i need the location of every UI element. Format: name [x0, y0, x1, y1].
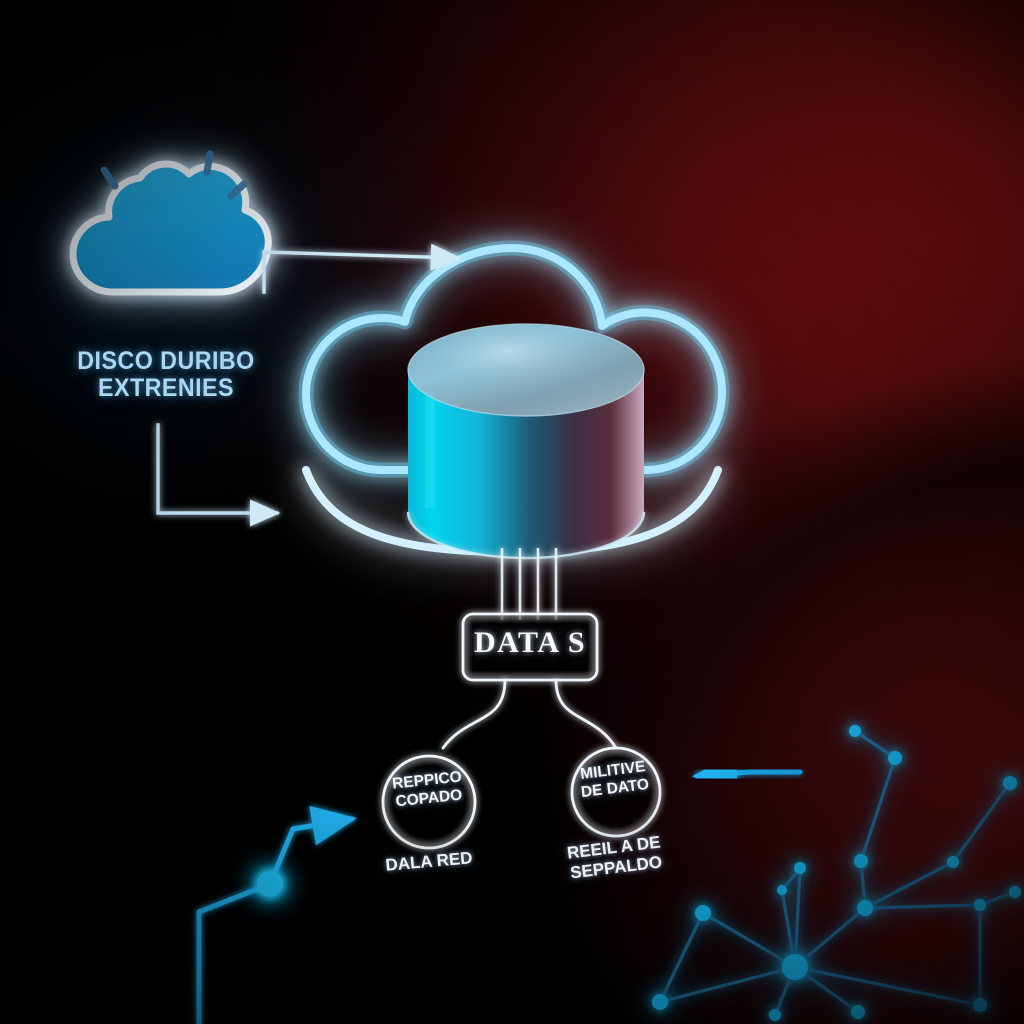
data-s-box-label: DATA S: [473, 626, 587, 659]
hdd-label: DISCO DURIBO EXTRENIES: [77, 347, 255, 402]
